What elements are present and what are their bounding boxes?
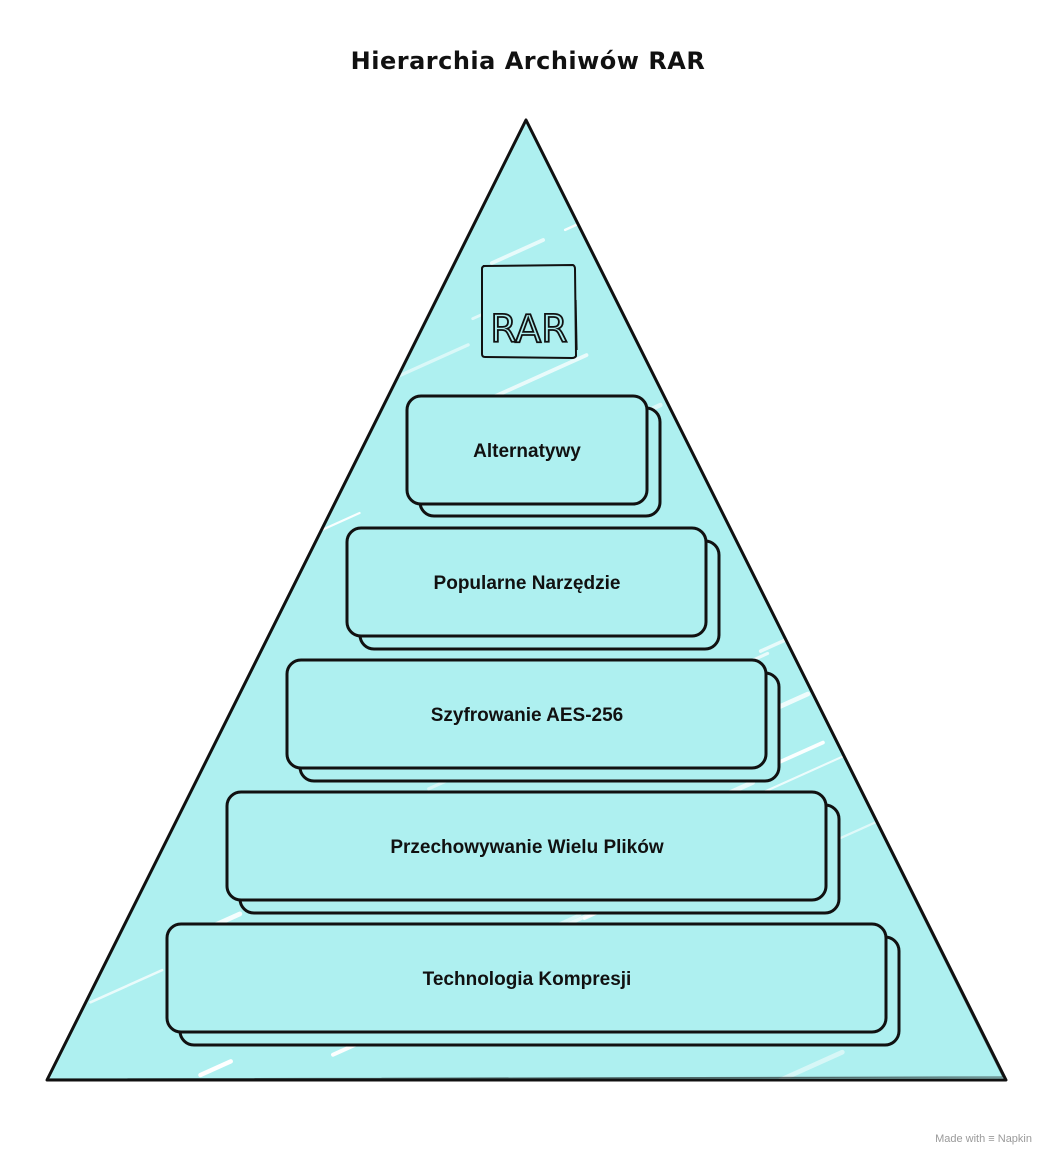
hatch-stroke [746, 496, 813, 529]
hatch-stroke [198, 1059, 233, 1078]
hatch-stroke [665, 255, 711, 278]
hatch-stroke [258, 455, 320, 486]
tier-box-technologia-kompresji: Technologia Kompresji [165, 922, 901, 1047]
hatch-stroke [631, 1082, 667, 1098]
footer-brand: Napkin [997, 1133, 1032, 1145]
tier-box-popularne-narzedzie: Popularne Narzędzie [345, 526, 721, 651]
hatch-stroke [89, 968, 164, 1004]
tier-label: Szyfrowanie AES-256 [431, 705, 624, 726]
hatch-stroke [683, 152, 732, 176]
hatch-stroke [758, 1049, 845, 1080]
hatch-stroke [85, 133, 206, 190]
tier-box-alternatywy: Alternatywy [405, 394, 662, 518]
rar-icon-label: RAR [490, 307, 567, 351]
hatch-stroke [83, 252, 155, 287]
hatch-stroke [88, 443, 147, 472]
rar-archive-icon: RAR [481, 263, 578, 360]
hatch-stroke [373, 225, 416, 248]
hatch-stroke [577, 120, 621, 136]
hatch-stroke [489, 238, 546, 265]
hatch-stroke [307, 196, 358, 222]
tier-label: Popularne Narzędzie [434, 573, 621, 594]
hatch-stroke [961, 865, 1006, 908]
hatch-stroke [47, 455, 129, 497]
hatch-stroke [955, 180, 1006, 206]
tier-box-przechowywanie: Przechowywanie Wielu Plików [225, 790, 841, 915]
tier-label: Technologia Kompresji [423, 969, 632, 990]
hatch-stroke [835, 712, 885, 737]
tier-box-szyfrowanie: Szyfrowanie AES-256 [285, 658, 781, 783]
hatch-stroke [61, 330, 124, 360]
hatch-stroke [788, 120, 881, 162]
hatch-stroke [836, 418, 884, 441]
pyramid-outline [45, 118, 1008, 1082]
hatch-stroke [716, 381, 814, 428]
tier-label: Alternatywy [473, 441, 581, 462]
hatch-stroke [113, 120, 227, 150]
hatch-stroke [908, 553, 1003, 598]
hatch-stroke [697, 326, 797, 373]
tier-label: Przechowywanie Wielu Plików [390, 837, 664, 858]
hatch-stroke [927, 297, 1006, 350]
footer-made-with: Made with [935, 1133, 986, 1145]
napkin-logo-icon: ≡ [988, 1133, 995, 1145]
hatch-stroke [110, 582, 232, 640]
diagram-title: Hierarchia Archiwów RAR [350, 47, 706, 75]
hatch-stroke [72, 677, 141, 710]
hatch-stroke [800, 359, 914, 413]
hatch-stroke [104, 528, 154, 553]
hatch-stroke [350, 272, 424, 308]
hatch-stroke [164, 305, 224, 335]
footer-credit: Made with ≡ Napkin [935, 1133, 1032, 1145]
